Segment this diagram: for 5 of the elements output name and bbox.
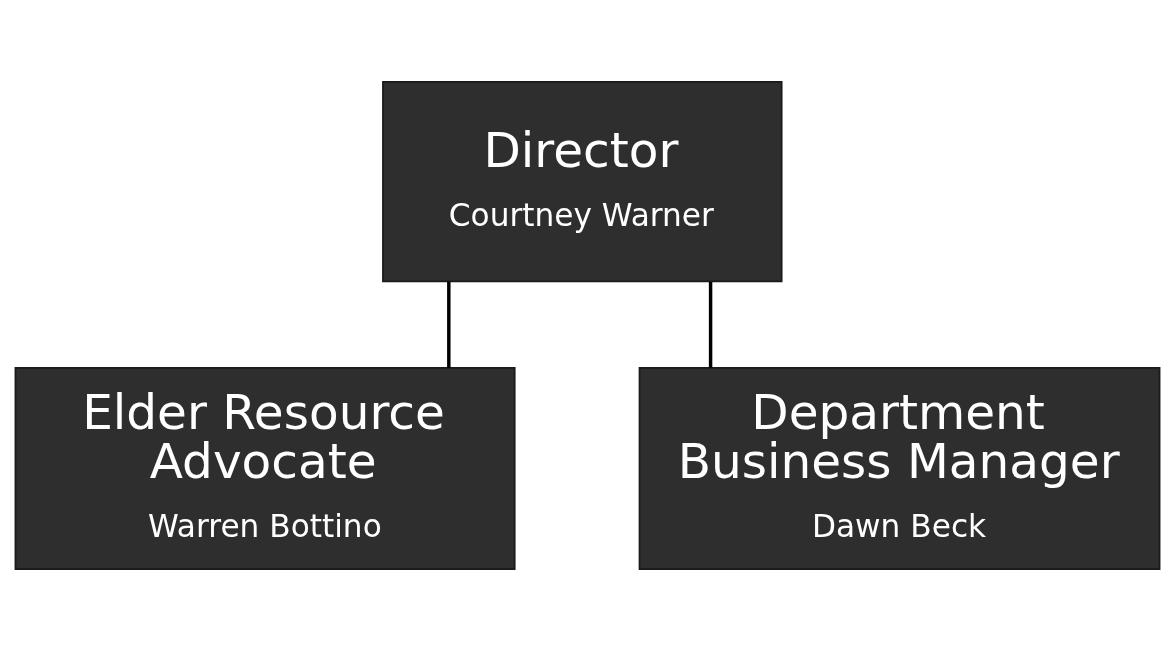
node-box: Department Business Manager Dawn Beck [638,367,1161,570]
node-box: Director Courtney Warner [382,81,783,283]
node-box: Elder Resource Advocate Warren Bottino [14,367,516,570]
connector [447,281,451,368]
connector [708,281,713,368]
